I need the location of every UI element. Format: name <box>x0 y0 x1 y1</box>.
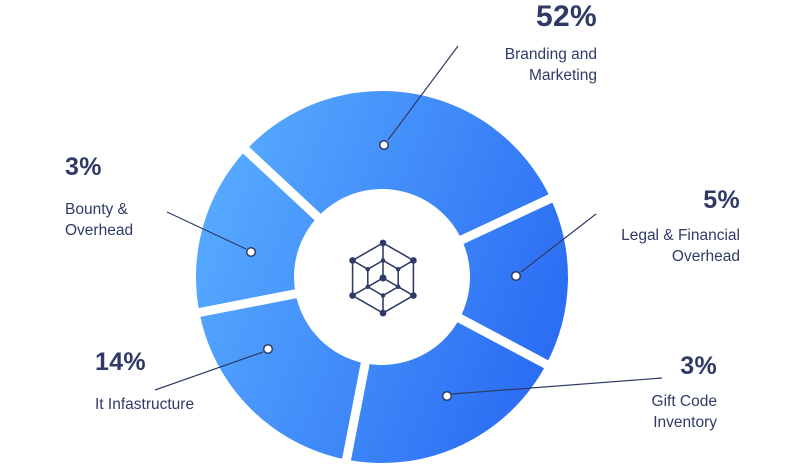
callout-branding-value: 52% <box>536 0 597 33</box>
donut-slice-gift <box>346 318 547 463</box>
callout-it-label-line1: It Infastructure <box>95 396 195 413</box>
callout-gift-value: 3% <box>680 352 717 380</box>
callout-legal: 5% Legal & Financial Overhead <box>621 186 740 267</box>
marker-branding <box>378 139 390 151</box>
leader-lines <box>154 45 663 395</box>
callout-bounty: 3% Bounty & Overhead <box>65 153 133 241</box>
callout-gift: 3% Gift Code Inventory <box>652 352 717 433</box>
callout-bounty-label-line1: Bounty & <box>65 201 128 218</box>
slice-gap <box>450 190 560 249</box>
callout-bounty-label: Bounty & Overhead <box>65 200 133 241</box>
callout-branding-label-line2: Marketing <box>528 66 597 84</box>
leader-line-it <box>154 351 264 391</box>
slice-gap <box>190 287 307 319</box>
callout-branding-label-line1: Branding and <box>504 46 597 63</box>
callout-gift-label-line2: Inventory <box>653 413 717 431</box>
leader-line-bounty <box>166 211 247 250</box>
marker-bounty <box>245 246 257 258</box>
donut-slice-gaps <box>190 141 560 469</box>
callout-bounty-label-line2: Overhead <box>65 221 134 239</box>
donut-slice-it <box>199 293 366 460</box>
hexagon-network-icon <box>349 239 417 317</box>
leader-line-branding <box>387 45 459 141</box>
callout-legal-value: 5% <box>703 186 740 214</box>
slice-gap <box>237 141 329 228</box>
marker-legal <box>510 270 522 282</box>
callout-markers <box>245 139 522 402</box>
callout-legal-label-line2: Overhead <box>671 247 740 265</box>
donut-slice-branding <box>245 91 551 240</box>
callout-it: 14% It Infastructure <box>95 348 194 416</box>
donut-slice-legal <box>459 198 568 365</box>
callout-it-label: It Infastructure <box>95 395 194 416</box>
callout-gift-label: Gift Code Inventory <box>652 392 717 433</box>
callout-branding: 52% Branding and Marketing <box>505 0 597 86</box>
marker-it <box>262 343 274 355</box>
leader-line-legal <box>520 213 597 273</box>
callout-branding-label: Branding and Marketing <box>505 45 597 86</box>
slice-gap <box>448 309 556 373</box>
callout-bounty-value: 3% <box>65 153 102 181</box>
marker-gift <box>441 390 453 402</box>
callout-it-value: 14% <box>95 348 146 376</box>
slice-gap <box>340 352 372 469</box>
leader-line-gift <box>451 377 663 395</box>
callout-gift-label-line1: Gift Code <box>651 393 717 410</box>
callout-legal-label-line1: Legal & Financial <box>621 227 740 244</box>
callout-legal-label: Legal & Financial Overhead <box>621 226 740 267</box>
